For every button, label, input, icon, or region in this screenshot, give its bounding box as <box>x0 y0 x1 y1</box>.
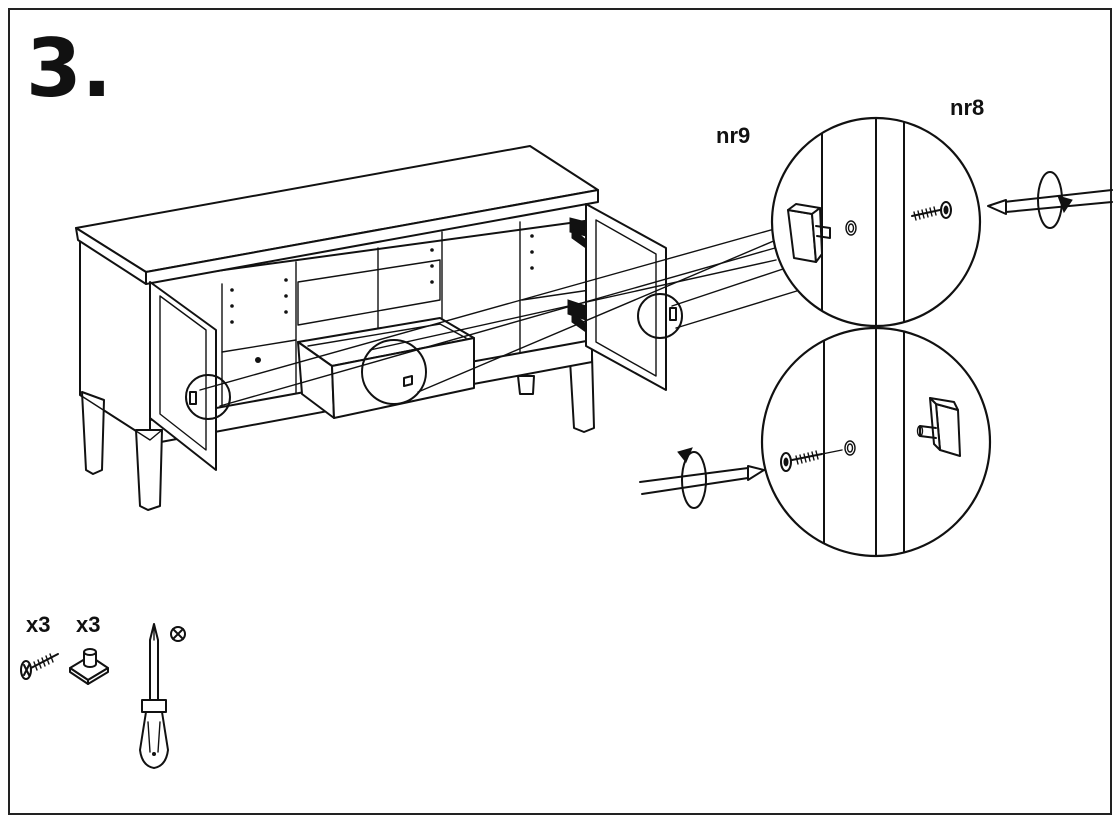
detail-circle-right-door <box>637 293 683 339</box>
step-number: 3. <box>26 22 112 115</box>
screwdriver-tip-icon <box>987 189 1113 215</box>
detail-circle-left-door <box>185 374 231 420</box>
left-rear-leg <box>135 429 163 511</box>
back-leg <box>517 375 535 395</box>
screw-exploded <box>780 449 843 472</box>
sideboard-illustration <box>75 145 801 511</box>
parts-list: x3 x3 <box>20 612 186 769</box>
screw-in-panel <box>911 201 952 221</box>
rotate-clockwise-icon <box>1037 171 1073 229</box>
part-label-nr8: nr8 <box>950 95 984 120</box>
knob-quantity: x3 <box>76 612 100 637</box>
right-leg <box>569 354 595 433</box>
knob-exploded <box>916 397 961 457</box>
knob-icon <box>69 648 109 685</box>
phillips-screwdriver-icon <box>139 623 169 769</box>
shelf-pin-holes <box>230 234 534 363</box>
left-front-leg <box>81 391 105 475</box>
screw-quantity: x3 <box>26 612 50 637</box>
drawer-knob <box>403 375 413 387</box>
page-border <box>8 8 1112 815</box>
left-door <box>149 281 217 471</box>
zoom-view-exploded <box>639 326 992 558</box>
leader-line <box>199 227 779 391</box>
rotate-counterclockwise-icon <box>677 447 707 509</box>
left-door-knob <box>189 391 197 405</box>
screw-icon <box>20 653 59 680</box>
screwdriver-tip-icon <box>639 465 765 495</box>
detail-circle-drawer <box>361 339 427 405</box>
cross-head-symbol <box>170 626 186 642</box>
right-door-knob <box>669 307 677 321</box>
drawer <box>297 317 475 419</box>
part-label-nr9: nr9 <box>716 123 750 148</box>
zoom-view-assembled: nr9 nr8 <box>716 95 1113 328</box>
right-door <box>585 203 667 391</box>
